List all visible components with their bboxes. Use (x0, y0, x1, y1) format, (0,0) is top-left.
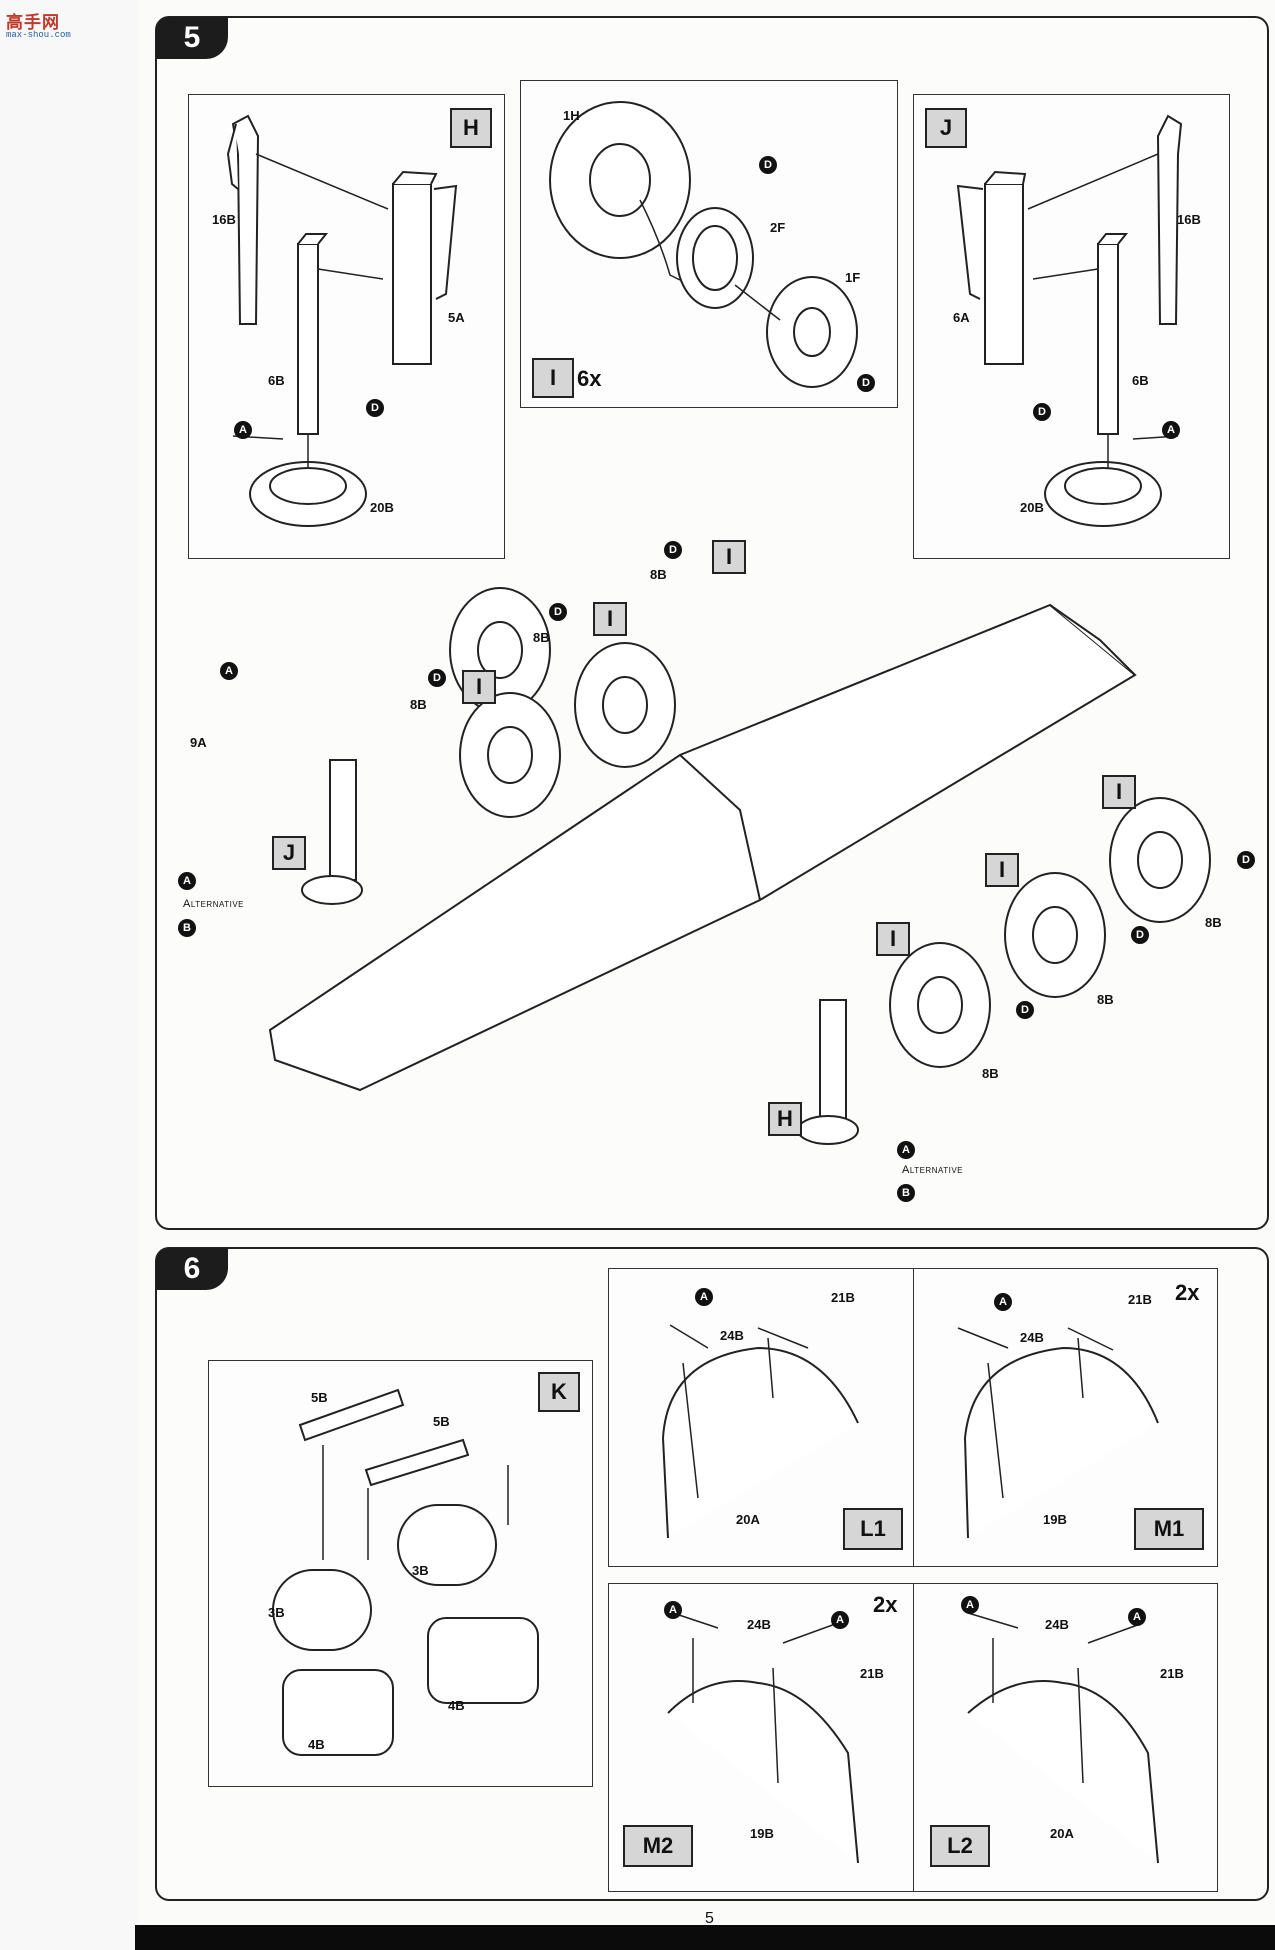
callout-a: A (178, 872, 196, 890)
main-tag-j: J (272, 836, 306, 870)
watermark-logo: 高手网 (6, 13, 60, 32)
label-21b: 21B (860, 1666, 884, 1681)
panel-k-tag: K (538, 1372, 580, 1412)
callout-a: A (831, 1611, 849, 1629)
label-16b: 16B (1177, 212, 1201, 227)
label-6b: 6B (268, 373, 285, 388)
panel-m1-count: 2x (1175, 1280, 1200, 1305)
step-6-number: 6 (156, 1248, 228, 1290)
step-5-number: 5 (156, 17, 228, 59)
label-19b: 19B (1043, 1512, 1067, 1527)
label-8b-3: 8B (410, 697, 427, 712)
callout-d: D (1033, 403, 1051, 421)
callout-a: A (897, 1141, 915, 1159)
label-8b-5: 8B (1097, 992, 1114, 1007)
callout-d: D (664, 541, 682, 559)
mudguard-m2-drawing (667, 1612, 859, 1864)
main-tag-i-3: I (462, 670, 496, 704)
callout-d: D (428, 669, 446, 687)
label-21b: 21B (831, 1290, 855, 1305)
label-20b: 20B (370, 500, 394, 515)
main-tag-i-6: I (876, 922, 910, 956)
label-5b-1: 5B (311, 1390, 328, 1405)
label-24b: 24B (720, 1328, 744, 1343)
watermark-url: max-shou.com (6, 30, 71, 40)
callout-a: A (220, 662, 238, 680)
callout-a: A (1162, 421, 1180, 439)
label-1h: 1H (563, 108, 580, 123)
label-8b-4: 8B (1205, 915, 1222, 930)
mudguard-l2-drawing (967, 1612, 1159, 1864)
panel-m2-count: 2x (873, 1592, 898, 1617)
panel-i-count: 6x (577, 366, 602, 391)
callout-d: D (366, 399, 384, 417)
label-6b: 6B (1132, 373, 1149, 388)
callout-a: A (994, 1293, 1012, 1311)
main-tag-i-4: I (1102, 775, 1136, 809)
callout-d: D (759, 156, 777, 174)
callout-a: A (664, 1601, 682, 1619)
wheel-assembly-i-drawing (549, 101, 858, 388)
panel-k (208, 1360, 593, 1787)
panel-l2-tag: L2 (930, 1825, 990, 1867)
label-4b-1: 4B (308, 1737, 325, 1752)
fuel-tank-k-drawing (272, 1388, 539, 1756)
alternative-label-h: Alternative (902, 1164, 963, 1176)
panel-m1-tag: M1 (1134, 1508, 1204, 1550)
label-8b-6: 8B (982, 1066, 999, 1081)
panel-j-tag: J (925, 108, 967, 148)
label-8b-2: 8B (533, 630, 550, 645)
label-2f: 2F (770, 220, 786, 235)
callout-d: D (857, 374, 875, 392)
label-24b: 24B (747, 1617, 771, 1632)
main-tag-i-5: I (985, 853, 1019, 887)
label-16b: 16B (212, 212, 236, 227)
main-tag-h: H (768, 1102, 802, 1136)
jack-stand-h-drawing (226, 114, 458, 527)
panel-l1-tag: L1 (843, 1508, 903, 1550)
panel-h-tag: H (450, 108, 492, 148)
label-3b-1: 3B (268, 1605, 285, 1620)
label-20b: 20B (1020, 500, 1044, 515)
label-5a: 5A (448, 310, 465, 325)
jack-stand-j-drawing (956, 114, 1183, 527)
callout-a: A (695, 1288, 713, 1306)
label-21b: 21B (1128, 1292, 1152, 1307)
label-8b-1: 8B (650, 567, 667, 582)
label-24b: 24B (1045, 1617, 1069, 1632)
binding-edge (135, 1925, 1275, 1950)
callout-a: A (234, 421, 252, 439)
callout-a: A (961, 1596, 979, 1614)
label-3b-2: 3B (412, 1563, 429, 1578)
label-1f: 1F (845, 270, 861, 285)
trailer-chassis-drawing (268, 587, 1211, 1145)
page-number: 5 (705, 1910, 714, 1927)
mudguard-l1-drawing (661, 1324, 859, 1539)
main-tag-i-2: I (593, 602, 627, 636)
label-4b-2: 4B (448, 1698, 465, 1713)
callout-b: B (178, 919, 196, 937)
callout-d: D (549, 603, 567, 621)
mudguard-m1-drawing (957, 1327, 1159, 1539)
left-margin (0, 0, 138, 1950)
panel-i-tag: I (532, 358, 574, 398)
callout-d: D (1237, 851, 1255, 869)
label-20a: 20A (1050, 1826, 1074, 1841)
panel-m2-tag: M2 (623, 1825, 693, 1867)
label-24b: 24B (1020, 1330, 1044, 1345)
callout-d: D (1131, 926, 1149, 944)
label-9a: 9A (190, 735, 207, 750)
label-6a: 6A (953, 310, 970, 325)
callout-b: B (897, 1184, 915, 1202)
label-5b-2: 5B (433, 1414, 450, 1429)
label-20a: 20A (736, 1512, 760, 1527)
callout-a: A (1128, 1608, 1146, 1626)
label-21b: 21B (1160, 1666, 1184, 1681)
label-19b: 19B (750, 1826, 774, 1841)
alternative-label-j: Alternative (183, 898, 244, 910)
main-tag-i-1: I (712, 540, 746, 574)
callout-d: D (1016, 1001, 1034, 1019)
